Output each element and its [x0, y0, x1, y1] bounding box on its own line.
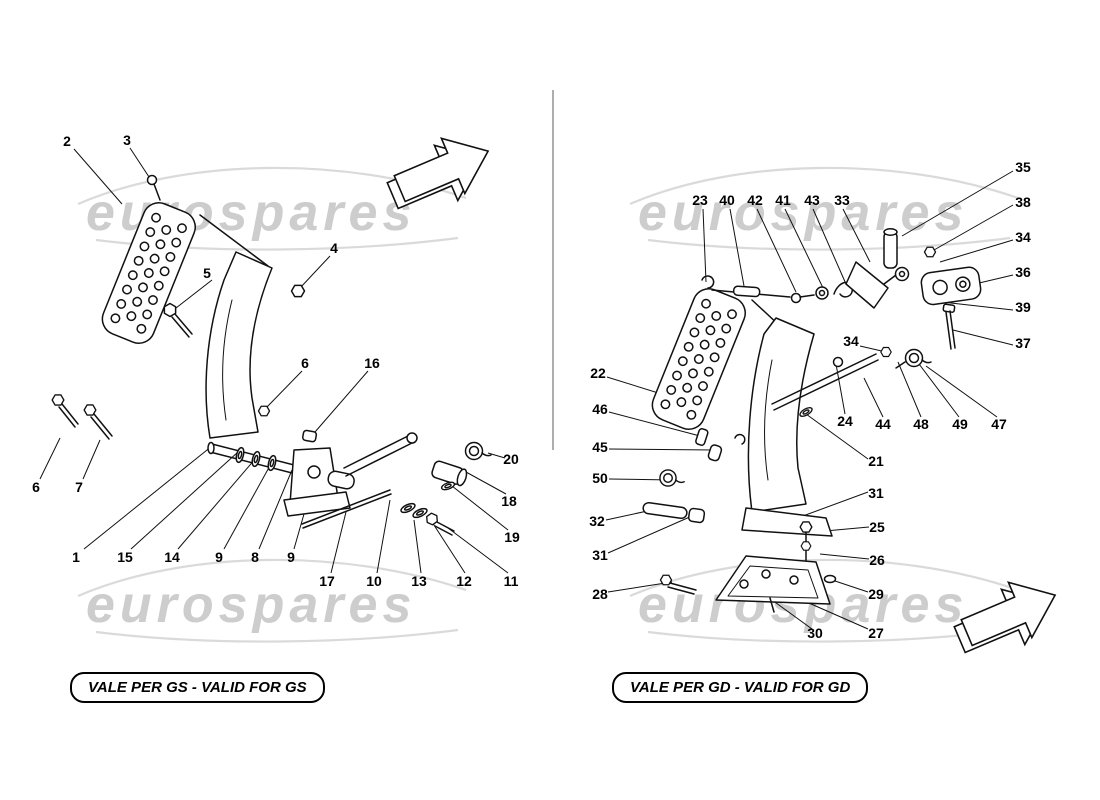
part-callout-9: 9 — [287, 549, 295, 565]
part-callout-36: 36 — [1015, 264, 1031, 280]
part-callout-38: 38 — [1015, 194, 1031, 210]
part-callout-34: 34 — [843, 333, 859, 349]
part-callout-14: 14 — [164, 549, 180, 565]
part-callout-15: 15 — [117, 549, 133, 565]
part-callout-20: 20 — [503, 451, 519, 467]
part-callout-6: 6 — [301, 355, 309, 371]
part-callout-5: 5 — [203, 265, 211, 281]
part-callout-45: 45 — [592, 439, 608, 455]
part-callout-27: 27 — [868, 625, 884, 641]
part-callout-16: 16 — [364, 355, 380, 371]
part-callout-3: 3 — [123, 132, 131, 148]
part-callout-11: 11 — [503, 573, 519, 589]
part-callout-49: 49 — [952, 416, 968, 432]
part-callout-48: 48 — [913, 416, 929, 432]
part-callout-41: 41 — [775, 192, 791, 208]
part-callout-32: 32 — [589, 513, 605, 529]
part-callout-6: 6 — [32, 479, 40, 495]
part-callout-30: 30 — [807, 625, 823, 641]
leader-lines — [39, 147, 1014, 630]
part-callout-13: 13 — [411, 573, 427, 589]
part-callout-12: 12 — [456, 573, 472, 589]
part-callout-47: 47 — [991, 416, 1007, 432]
left-panel-caption: VALE PER GS - VALID FOR GS — [70, 672, 325, 703]
part-callout-29: 29 — [868, 586, 884, 602]
part-callout-10: 10 — [366, 573, 382, 589]
part-callout-23: 23 — [692, 192, 708, 208]
part-callout-17: 17 — [319, 573, 335, 589]
part-callout-31: 31 — [592, 547, 608, 563]
part-callout-19: 19 — [504, 529, 520, 545]
part-callout-43: 43 — [804, 192, 820, 208]
part-callout-34: 34 — [1015, 229, 1031, 245]
part-callout-2: 2 — [63, 133, 71, 149]
part-callout-35: 35 — [1015, 159, 1031, 175]
part-callout-28: 28 — [592, 586, 608, 602]
part-callout-22: 22 — [590, 365, 606, 381]
part-callout-18: 18 — [501, 493, 517, 509]
part-callout-46: 46 — [592, 401, 608, 417]
part-callout-21: 21 — [868, 453, 884, 469]
part-callout-33: 33 — [834, 192, 850, 208]
right-assembly-drawing — [642, 228, 982, 613]
watermark-text: eurospares — [86, 576, 416, 634]
part-callout-26: 26 — [869, 552, 885, 568]
part-callout-31: 31 — [868, 485, 884, 501]
part-callout-4: 4 — [330, 240, 338, 256]
part-callout-39: 39 — [1015, 299, 1031, 315]
part-callout-25: 25 — [869, 519, 885, 535]
part-callout-8: 8 — [251, 549, 259, 565]
part-callout-24: 24 — [837, 413, 853, 429]
left-assembly-drawing — [51, 174, 492, 536]
part-callout-9: 9 — [215, 549, 223, 565]
part-callout-50: 50 — [592, 470, 608, 486]
part-callout-37: 37 — [1015, 335, 1031, 351]
part-callout-7: 7 — [75, 479, 83, 495]
part-callout-42: 42 — [747, 192, 763, 208]
part-callout-1: 1 — [72, 549, 80, 565]
part-callout-44: 44 — [875, 416, 891, 432]
part-callout-40: 40 — [719, 192, 735, 208]
right-panel-caption: VALE PER GD - VALID FOR GD — [612, 672, 869, 703]
